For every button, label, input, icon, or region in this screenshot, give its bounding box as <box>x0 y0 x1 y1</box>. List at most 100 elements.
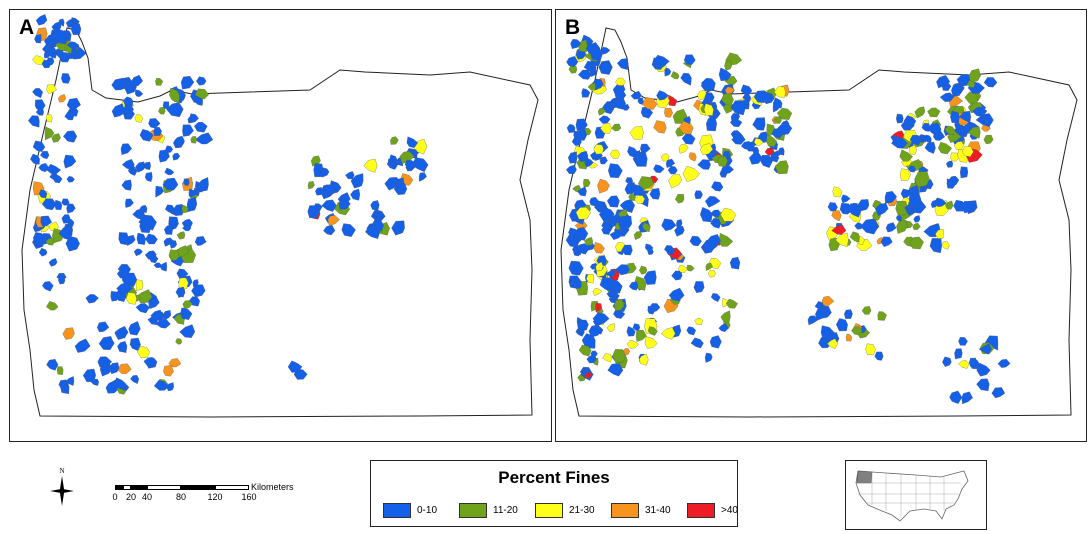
watershed-patch <box>191 284 206 298</box>
watershed-patch <box>120 143 132 155</box>
watershed-patch <box>118 232 130 246</box>
watershed-patch <box>51 133 61 143</box>
watershed-patch <box>52 28 68 45</box>
watershed-patch <box>155 185 164 198</box>
watershed-patch <box>568 227 579 239</box>
watershed-patch <box>122 96 134 107</box>
watershed-patch <box>630 90 642 100</box>
watershed-patch <box>860 218 879 235</box>
watershed-patch <box>653 164 665 173</box>
watershed-patch <box>845 333 852 342</box>
watershed-patch <box>676 219 683 228</box>
watershed-patch <box>717 155 728 167</box>
watershed-patch <box>418 172 427 182</box>
watershed-patch <box>593 144 604 155</box>
watershed-patch <box>194 132 214 145</box>
watershed-patch <box>615 77 626 86</box>
watershed-patch <box>194 236 207 246</box>
watershed-patch <box>861 306 872 315</box>
legend-swatch <box>535 503 563 518</box>
watershed-patch <box>135 279 144 291</box>
watershed-patch <box>896 113 904 124</box>
watershed-patch <box>895 200 908 216</box>
watershed-patch <box>689 235 702 247</box>
watershed-patch <box>577 186 587 197</box>
watershed-patch <box>753 137 764 146</box>
watershed-patch <box>143 357 156 367</box>
watershed-patch <box>307 181 315 190</box>
watershed-patch <box>46 163 62 175</box>
watershed-patch <box>935 229 944 239</box>
watershed-patch <box>71 47 77 56</box>
watershed-patch <box>616 58 629 70</box>
watershed-patch <box>927 107 941 118</box>
legend-label: 21-30 <box>569 505 595 516</box>
usa-locator-icon <box>855 470 969 522</box>
legend-swatch <box>459 503 487 518</box>
watershed-patch <box>606 290 616 298</box>
watershed-patch <box>116 363 132 374</box>
watershed-patch <box>960 166 969 179</box>
watershed-patch <box>884 191 897 204</box>
watershed-patch <box>909 134 922 146</box>
watershed-patch <box>961 391 973 405</box>
watershed-patch <box>848 203 862 218</box>
scale-tick: 20 <box>125 492 137 502</box>
legend-swatch <box>383 503 411 518</box>
watershed-patch <box>180 307 193 320</box>
watershed-patch <box>854 222 864 230</box>
watershed-patch <box>62 327 75 340</box>
watershed-patch <box>776 107 793 120</box>
watershed-patch <box>656 90 669 101</box>
watershed-patch <box>70 23 82 35</box>
oregon-highlight <box>856 470 873 484</box>
watershed-patch <box>625 177 634 185</box>
oregon-outline <box>560 27 1078 418</box>
watershed-patch <box>831 210 842 222</box>
watershed-patch <box>323 224 336 236</box>
watershed-patch <box>568 151 577 164</box>
watershed-patch <box>903 115 917 127</box>
watershed-patch <box>612 349 626 363</box>
watershed-patch <box>38 189 48 199</box>
watershed-patch <box>186 197 198 213</box>
watershed-patch <box>58 379 68 389</box>
watershed-patch <box>40 215 52 227</box>
watershed-patch <box>947 131 962 143</box>
watershed-patch <box>977 117 987 125</box>
watershed-patch <box>590 47 603 62</box>
watershed-patch <box>35 14 48 26</box>
watershed-patch <box>345 171 355 180</box>
watershed-patch <box>706 234 722 246</box>
watershed-patch <box>168 249 180 261</box>
watershed-patch <box>287 360 303 373</box>
legend-item: 21-30 <box>535 503 599 518</box>
watershed-patch <box>153 126 162 136</box>
watershed-patch <box>699 143 713 155</box>
watershed-patch <box>144 172 153 182</box>
legend-item: 31-40 <box>611 503 675 518</box>
watershed-patch <box>40 150 50 160</box>
watershed-patch <box>821 295 835 306</box>
watershed-patch <box>639 265 648 275</box>
north-label: N <box>59 467 64 475</box>
watershed-patch <box>46 359 59 371</box>
watershed-patch <box>182 124 194 137</box>
watershed-patch <box>575 207 591 220</box>
watershed-patch <box>694 190 703 200</box>
scale-tick: 40 <box>141 492 153 502</box>
watershed-patch <box>97 356 113 368</box>
watershed-patch <box>942 356 952 367</box>
watershed-patch <box>196 76 207 86</box>
watershed-patch <box>98 336 115 350</box>
watershed-patch <box>896 215 903 222</box>
watershed-patch <box>709 335 722 349</box>
watershed-patch <box>639 353 649 366</box>
watershed-patch <box>912 222 921 230</box>
watershed-patch <box>58 18 65 27</box>
watershed-patch <box>693 281 705 293</box>
watershed-patch <box>194 122 208 133</box>
map-legend: Percent Fines 0-10 11-20 21-30 31-40 >40 <box>370 460 738 527</box>
watershed-patch <box>874 351 884 361</box>
watershed-patch <box>168 358 182 368</box>
